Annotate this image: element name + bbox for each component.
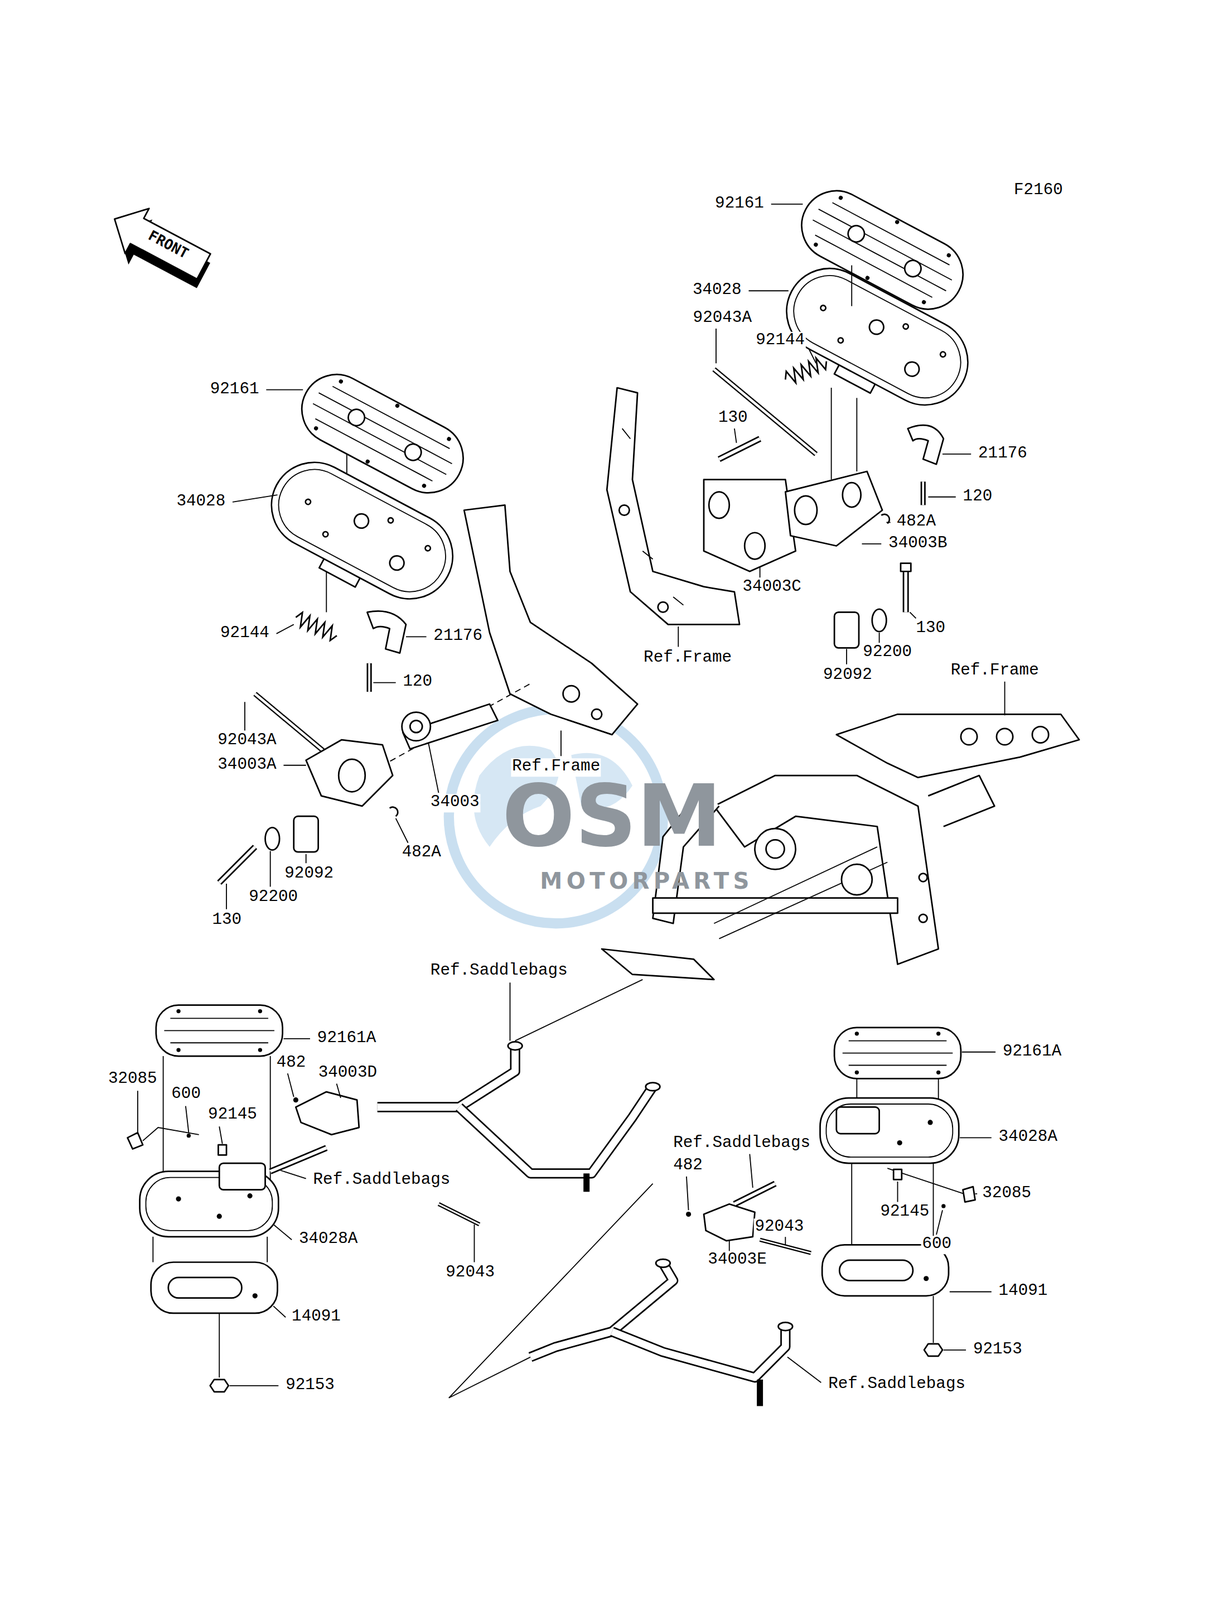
passenger-floorboard-left xyxy=(127,1004,360,1392)
drawing-code: F2160 xyxy=(1012,181,1064,200)
callout-number: 34028A xyxy=(997,1128,1059,1147)
callout-number: 92161 xyxy=(209,380,260,399)
callout-number: 600 xyxy=(170,1085,202,1104)
rider-floorboard-right xyxy=(606,178,983,648)
passenger-floorboard-right xyxy=(685,1027,976,1356)
callout-number: 34003E xyxy=(707,1250,768,1269)
callout-number: 92092 xyxy=(822,666,873,685)
reference-note: Ref.Saddlebags xyxy=(312,1171,452,1189)
callout-number: 34028 xyxy=(691,281,743,300)
reference-note: Ref.Saddlebags xyxy=(672,1134,812,1153)
callout-number: 92161A xyxy=(316,1029,377,1048)
callout-number: 92043 xyxy=(444,1264,496,1283)
callout-number: 482 xyxy=(672,1156,704,1175)
callout-number: 14091 xyxy=(997,1282,1049,1300)
callout-number: 92043A xyxy=(692,309,753,328)
callout-number: 482A xyxy=(895,513,937,531)
callout-number: 92161 xyxy=(713,195,765,214)
callout-number: 32085 xyxy=(981,1184,1033,1203)
frame-illustration xyxy=(448,713,1080,1397)
reference-note: Ref.Frame xyxy=(642,649,733,667)
callout-number: 34003C xyxy=(741,578,803,597)
callout-number: 130 xyxy=(211,911,243,930)
callout-number: 130 xyxy=(915,619,947,638)
callout-number: 92144 xyxy=(219,624,270,643)
callout-number: 34028 xyxy=(175,492,227,511)
callout-number: 92092 xyxy=(283,864,335,883)
callout-number: 120 xyxy=(962,487,994,506)
callout-number: 34028A xyxy=(297,1230,359,1249)
callout-number: 92200 xyxy=(247,888,299,907)
reference-note: Ref.Frame xyxy=(949,661,1041,680)
saddlebag-rails xyxy=(377,1041,811,1406)
callout-number: 34003 xyxy=(429,793,481,812)
reference-note: Ref.Saddlebags xyxy=(429,962,569,980)
callout-number: 92043A xyxy=(216,731,278,750)
callout-number: 92161A xyxy=(1001,1042,1063,1061)
callout-number: 92200 xyxy=(862,643,913,662)
callout-number: 34003D xyxy=(317,1064,379,1082)
callout-number: 92153 xyxy=(284,1376,336,1395)
callout-number: 92043 xyxy=(753,1217,805,1236)
watermark-logo: OSM xyxy=(501,769,724,864)
callout-number: 482A xyxy=(400,843,443,862)
callout-number: 32085 xyxy=(107,1070,158,1089)
callout-number: 21176 xyxy=(432,627,484,646)
callout-number: 600 xyxy=(921,1235,953,1254)
leader-lines xyxy=(137,204,1005,1386)
reference-note: Ref.Saddlebags xyxy=(827,1375,967,1394)
callout-number: 92145 xyxy=(206,1105,258,1124)
callout-number: 34003A xyxy=(216,756,278,775)
callout-number: 482 xyxy=(275,1054,307,1072)
callout-number: 14091 xyxy=(290,1307,342,1326)
callout-number: 21176 xyxy=(977,445,1028,463)
callout-number: 120 xyxy=(402,673,434,692)
callout-number: 92144 xyxy=(754,331,806,350)
callout-number: 130 xyxy=(717,409,749,428)
watermark: MOTORPARTS xyxy=(538,868,754,894)
direction-arrow xyxy=(98,196,220,298)
callout-number: 92153 xyxy=(972,1340,1023,1359)
callout-number: 34003B xyxy=(887,534,949,553)
callout-number: 92145 xyxy=(879,1202,931,1221)
